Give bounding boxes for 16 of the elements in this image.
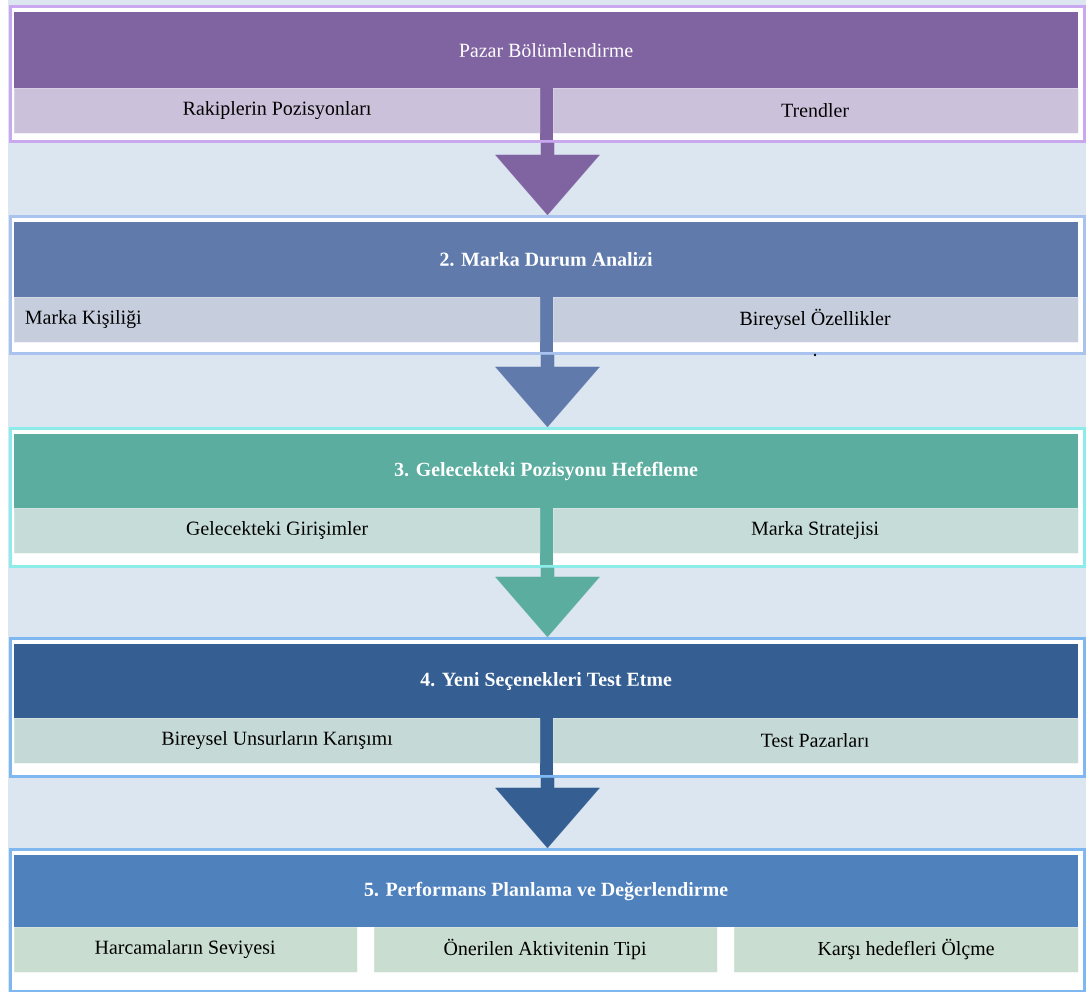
item-box: Rakiplerin Pozisyonları — [14, 88, 541, 134]
arrow — [495, 567, 600, 638]
item-box: Bireysel Özellikler — [553, 297, 1079, 343]
item-box: Önerilen Aktivitenin Tipi — [374, 927, 718, 973]
item-box: Trendler — [553, 88, 1079, 134]
arrow — [495, 354, 600, 428]
item-box: Marka Stratejisi — [553, 508, 1079, 554]
item-box: Gelecekteki Girişimler — [14, 508, 541, 554]
item-box: Bireysel Unsurların Karışımı — [14, 718, 541, 764]
item-box: Marka Kişiliği — [14, 297, 541, 343]
arrow — [495, 142, 600, 216]
arrow — [495, 777, 600, 849]
item-box: Karşı hedefleri Ölçme — [734, 927, 1079, 973]
item-box: Test Pazarları — [553, 718, 1079, 764]
dot: . — [813, 353, 817, 357]
item-box: Harcamaların Seviyesi — [14, 927, 358, 973]
